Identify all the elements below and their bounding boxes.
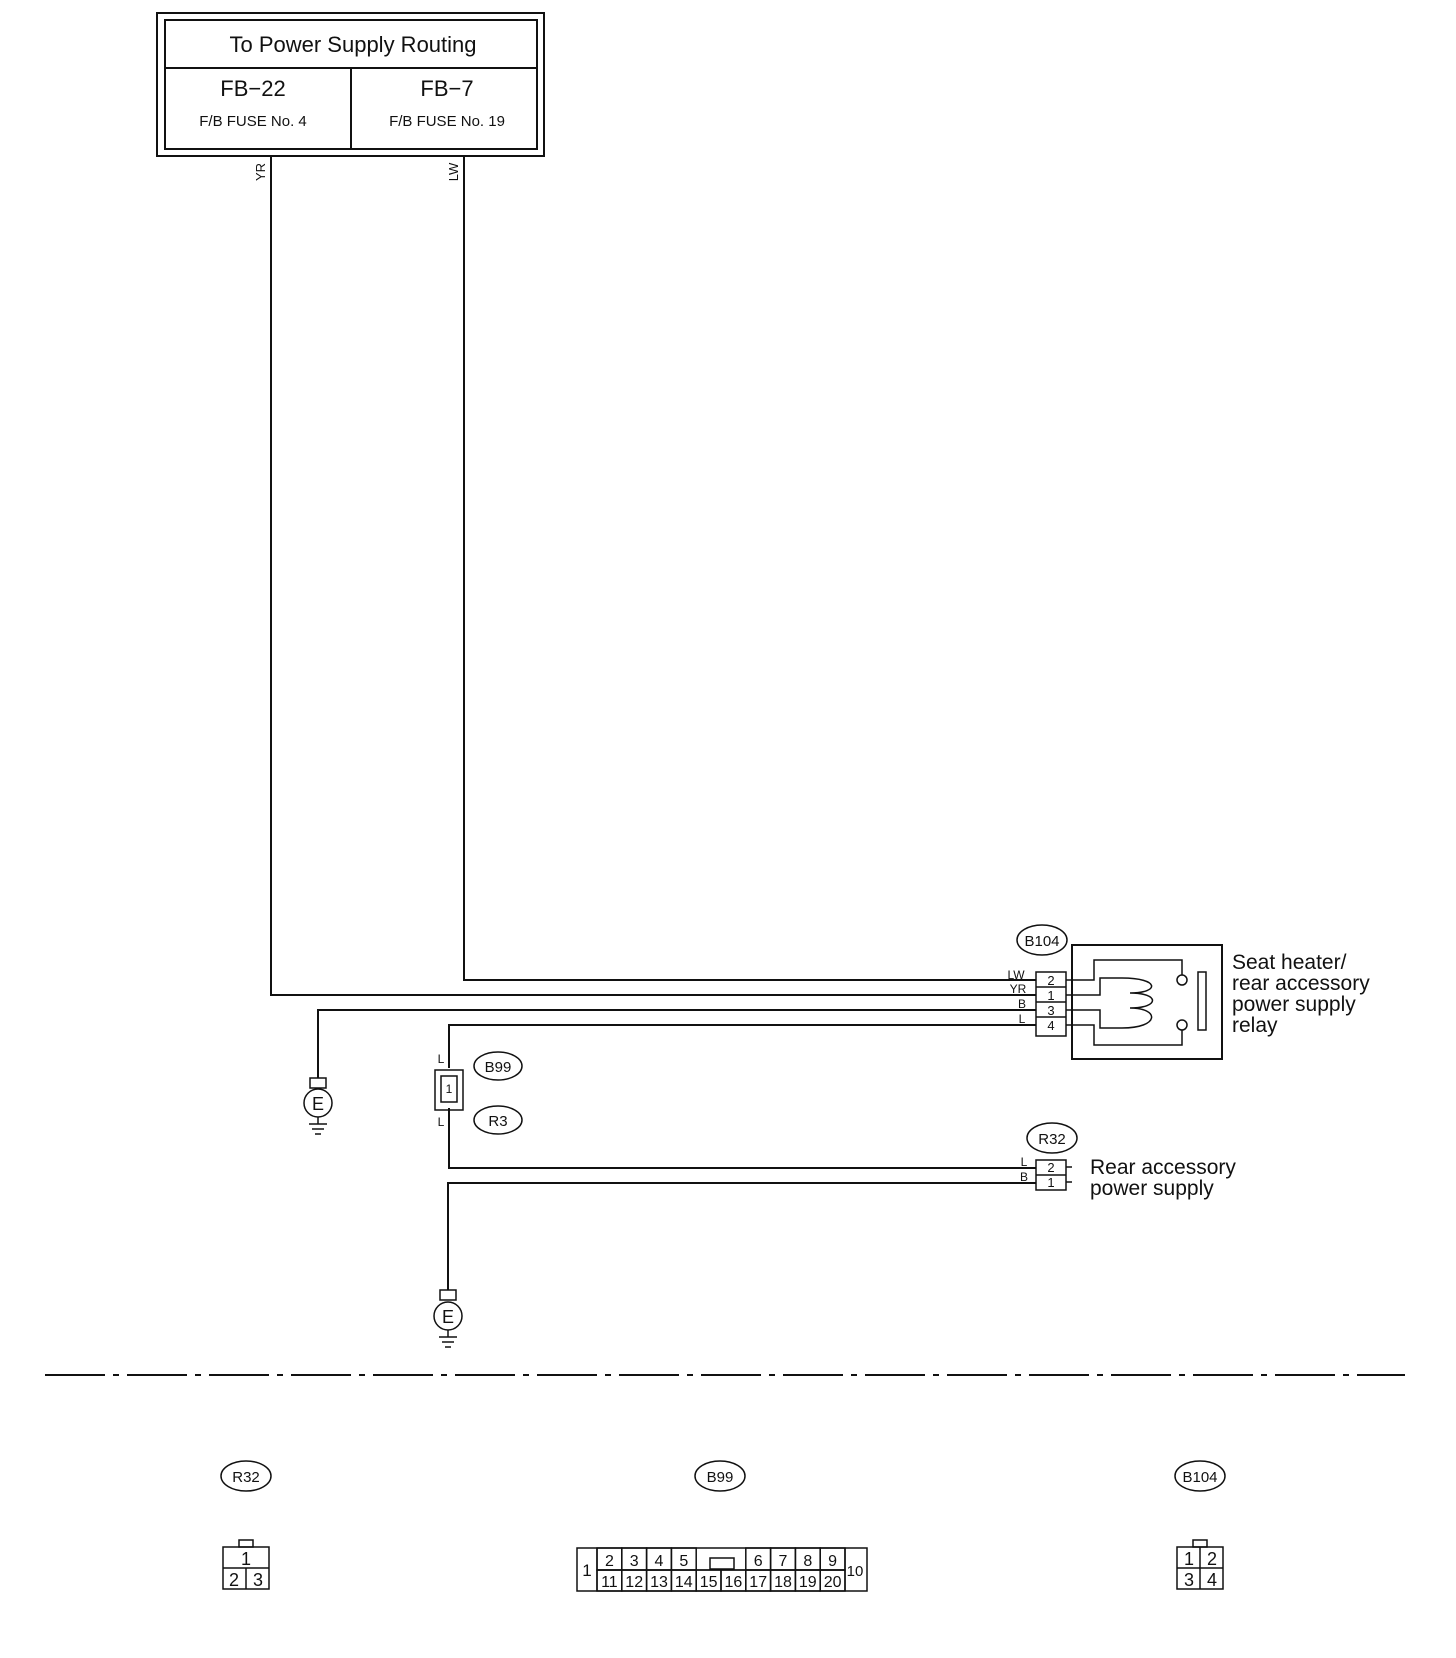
wire-lw [463, 156, 1036, 981]
wires: YR LW [253, 156, 1036, 1290]
junction-wire-l-bottom: L [438, 1115, 445, 1129]
view-b99-pin-4: 4 [655, 1553, 664, 1570]
relay-wire-label-2: YR [1010, 982, 1027, 996]
view-b99-pin-7: 7 [779, 1553, 788, 1570]
view-r32-pin-3: 3 [253, 1570, 263, 1590]
relay-name-line-2: rear accessory [1232, 972, 1370, 995]
view-r32-pin-2: 2 [229, 1570, 239, 1590]
rear-name-line-1: Rear accessory [1090, 1156, 1236, 1179]
supply-box-title: To Power Supply Routing [229, 32, 476, 57]
power-supply-box: To Power Supply Routing FB−22 F/B FUSE N… [156, 12, 545, 157]
view-r32-pin-1: 1 [241, 1549, 251, 1569]
view-b99-pin-18: 18 [774, 1574, 792, 1591]
connector-view-b104: B104 1 2 3 4 [1174, 1460, 1226, 1590]
relay-wire-label-4: L [1019, 1012, 1026, 1026]
relay-connector-label: B104 [1024, 933, 1059, 950]
relay-pin-1: 2 [1047, 973, 1054, 988]
relay-b104: B104 LW YR B L 2 1 3 4 Seat heater/ rear… [1007, 924, 1370, 1060]
view-b99-pin-17: 17 [749, 1574, 767, 1591]
view-b99-pin-3: 3 [630, 1553, 639, 1570]
wire-yr [270, 156, 1036, 996]
supply-left-code: FB−22 [220, 76, 285, 101]
junction-connector: 1 L L B99 R3 [434, 1051, 523, 1135]
view-b99-pin-6: 6 [754, 1553, 763, 1570]
wire-lw-label: LW [446, 162, 461, 181]
view-b99-pin-9: 9 [828, 1553, 837, 1570]
relay-name-line-4: relay [1232, 1014, 1278, 1037]
relay-wire-label-3: B [1018, 997, 1026, 1011]
relay-name-line-3: power supply [1232, 993, 1356, 1016]
view-b99-pin-19: 19 [799, 1574, 817, 1591]
junction-pin: 1 [446, 1082, 453, 1096]
junction-wire-l-top: L [438, 1052, 445, 1066]
view-b99-pin-14: 14 [675, 1574, 693, 1591]
view-b99-pin-12: 12 [625, 1574, 643, 1591]
connector-view-r32: R32 1 2 3 [220, 1460, 272, 1590]
supply-left-fuse: F/B FUSE No. 4 [199, 113, 307, 130]
view-b104-pin-1: 1 [1184, 1549, 1194, 1569]
view-b104-pin-2: 2 [1207, 1549, 1217, 1569]
ground-symbol-1: E [303, 1077, 333, 1135]
view-b99-pin-5: 5 [679, 1553, 688, 1570]
relay-pin-4: 4 [1047, 1018, 1054, 1033]
view-b99-pin-13: 13 [650, 1574, 668, 1591]
junction-upper-label: B99 [485, 1059, 512, 1076]
rear-pin-1: 2 [1047, 1160, 1054, 1175]
ground-1-label: E [312, 1094, 324, 1114]
view-b99-pin-16: 16 [725, 1574, 743, 1591]
view-b99-pin-right: 10 [847, 1563, 864, 1580]
junction-lower-label: R3 [488, 1113, 507, 1130]
rear-supply-r32: R32 L B 2 1 Rear accessory power supply [1020, 1122, 1236, 1200]
relay-name-line-1: Seat heater/ [1232, 951, 1347, 974]
relay-body [1071, 944, 1223, 1060]
wire-b-relay [317, 1009, 1036, 1078]
relay-pin-2: 1 [1047, 988, 1054, 1003]
view-b99-pin-20: 20 [824, 1574, 842, 1591]
wire-b-rear [447, 1182, 1036, 1290]
view-b104-label: B104 [1182, 1469, 1217, 1486]
wire-l-rear [448, 1108, 1036, 1169]
view-b99-pin-8: 8 [803, 1553, 812, 1570]
view-b99-pin-left: 1 [582, 1561, 591, 1580]
view-b104-pin-3: 3 [1184, 1570, 1194, 1590]
relay-coil [1121, 977, 1153, 1029]
rear-pin-2: 1 [1047, 1175, 1054, 1190]
view-b104-pin-4: 4 [1207, 1570, 1217, 1590]
supply-right-fuse: F/B FUSE No. 19 [389, 113, 505, 130]
rear-name-line-2: power supply [1090, 1177, 1214, 1200]
view-b99-pin-11: 11 [601, 1574, 618, 1591]
rear-connector-label: R32 [1038, 1131, 1066, 1148]
view-b99-label: B99 [707, 1469, 734, 1486]
rear-wire-label-1: L [1021, 1155, 1028, 1169]
view-b99-pin-20-cell [819, 1569, 846, 1592]
relay-pin-3: 3 [1047, 1003, 1054, 1018]
supply-right-code: FB−7 [420, 76, 473, 101]
relay-wire-label-1: LW [1007, 968, 1025, 982]
rear-wire-label-2: B [1020, 1170, 1028, 1184]
view-b99-pin-15: 15 [700, 1574, 718, 1591]
ground-2-label: E [442, 1307, 454, 1327]
wire-l-relay [448, 1024, 1036, 1068]
ground-symbol-2: E [433, 1289, 463, 1348]
view-r32-label: R32 [232, 1469, 260, 1486]
view-b99-pin-2: 2 [605, 1553, 614, 1570]
wire-yr-label: YR [253, 163, 268, 181]
